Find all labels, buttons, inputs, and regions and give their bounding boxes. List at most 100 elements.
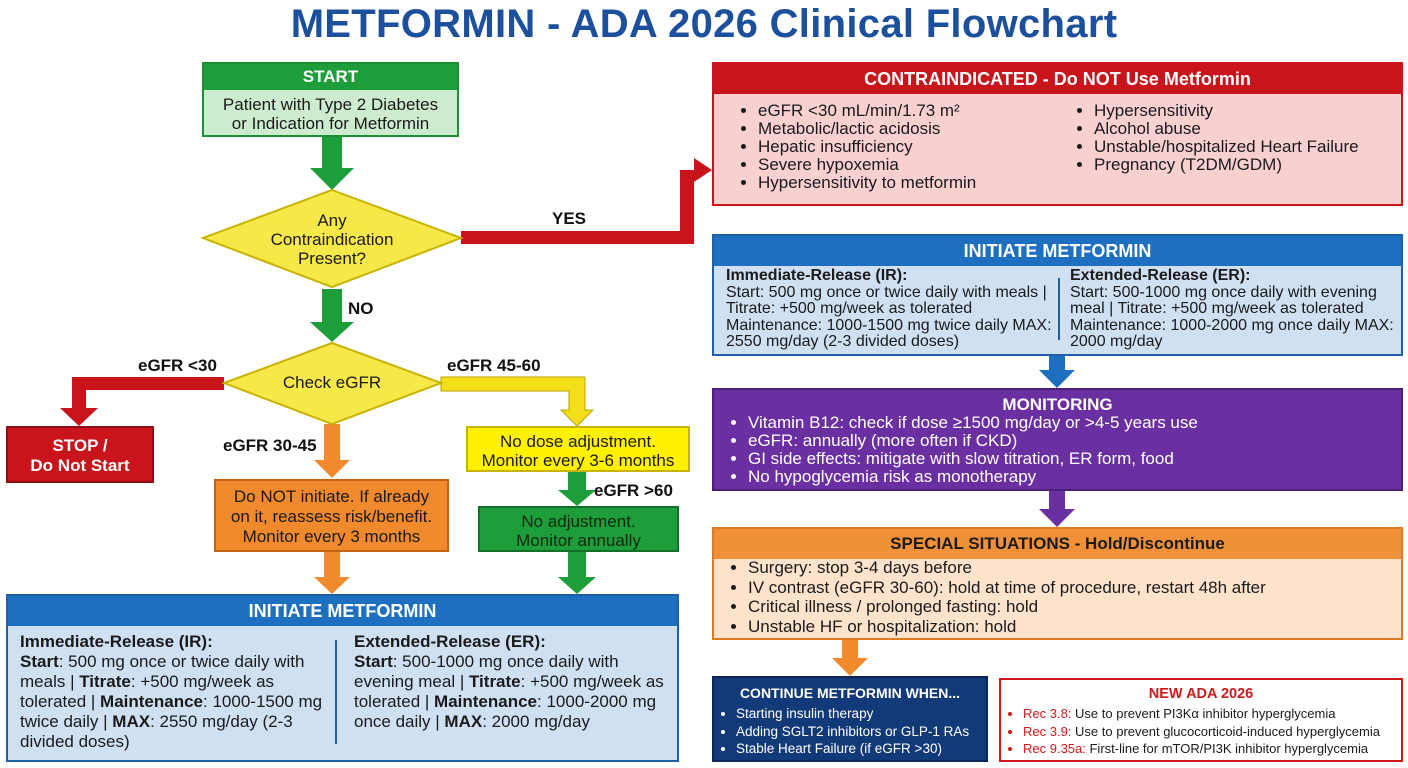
label-egfr-gt60: eGFR >60 — [594, 481, 673, 500]
er-title: Extended-Release (ER): — [354, 632, 546, 651]
arrow-egfr-30-45 — [314, 424, 350, 478]
arrow-special-to-continue — [832, 640, 868, 676]
ir-maint-text: : 1000-1500 mg twice daily | — [20, 692, 323, 731]
contraindicated-left-item: Hepatic insufficiency — [758, 138, 1072, 156]
arrow-yes-to-contraindicated — [461, 158, 712, 244]
monitoring-item: GI side effects: mitigate with slow titr… — [748, 450, 1392, 468]
decision-egfr-text: Check eGFR — [282, 373, 382, 392]
stop-line-1: STOP / — [52, 436, 108, 455]
er-details: Start: 500-1000 mg once daily with eveni… — [354, 652, 670, 732]
new-ada-2026-box: NEW ADA 2026 Rec 3.8: Use to prevent PI3… — [999, 678, 1403, 762]
ir-max-label: MAX — [112, 712, 151, 731]
monitoring-list: Vitamin B12: check if dose ≥1500 mg/day … — [722, 414, 1392, 486]
initiate-right-er: Extended-Release (ER): Start: 500-1000 m… — [1070, 267, 1398, 351]
right-ir-title: Immediate-Release (IR): — [726, 267, 908, 284]
special-header: SPECIAL SITUATIONS - Hold/Discontinue — [714, 529, 1401, 559]
new-ada-list: Rec 3.8: Use to prevent PI3Kα inhibitor … — [1001, 705, 1401, 758]
label-egfr-45-60: eGFR 45-60 — [447, 356, 541, 375]
special-item: Unstable HF or hospitalization: hold — [748, 617, 1392, 637]
no-initiate-line-3: Monitor every 3 months — [242, 527, 421, 546]
no-initiate-line-1: Do NOT initiate. If already — [233, 487, 430, 506]
contraindicated-box: CONTRAINDICATED - Do NOT Use Metformin e… — [712, 62, 1403, 206]
continue-item: Starting insulin therapy — [736, 705, 984, 723]
new-ada-text: Use to prevent PI3Kα inhibitor hyperglyc… — [1071, 706, 1336, 721]
er-max-label: MAX — [444, 712, 483, 731]
ir-start-text: : 500 mg once or twice daily with meals … — [20, 652, 305, 691]
ir-start-label: Start — [20, 652, 59, 671]
continue-metformin-box: CONTINUE METFORMIN WHEN... Starting insu… — [712, 676, 988, 762]
contraindicated-right-item: Hypersensitivity — [1094, 102, 1398, 120]
label-egfr-lt30: eGFR <30 — [138, 356, 217, 375]
new-ada-item: Rec 3.8: Use to prevent PI3Kα inhibitor … — [1023, 705, 1401, 723]
new-ada-rec: Rec 3.9: — [1023, 723, 1072, 739]
contraindicated-left-item: Severe hypoxemia — [758, 156, 1072, 174]
new-ada-item: Rec 3.9: Use to prevent glucocorticoid-i… — [1023, 723, 1401, 741]
initiate-right-header: INITIATE METFORMIN — [714, 236, 1401, 266]
continue-item: Stable Heart Failure (if eGFR >30) — [736, 740, 984, 758]
initiate-bottom-ir: Immediate-Release (IR): Start: 500 mg on… — [20, 632, 330, 752]
initiate-bottom-separator — [335, 640, 337, 744]
er-titrate-text: : +500 mg/week as tolerated | — [354, 672, 664, 711]
initiate-bottom-header: INITIATE METFORMIN — [8, 596, 677, 626]
decision-contraindication-text: Any Contraindication Present? — [232, 211, 432, 268]
label-no: NO — [348, 299, 374, 318]
label-egfr-30-45: eGFR 30-45 — [223, 436, 317, 455]
start-header: START — [204, 64, 457, 90]
continue-item: Adding SGLT2 inhibitors or GLP-1 RAs — [736, 723, 984, 741]
continue-list: Starting insulin therapy Adding SGLT2 in… — [714, 705, 984, 758]
special-item: IV contrast (eGFR 30-60): hold at time o… — [748, 578, 1392, 598]
arrow-egfr-gt60 — [558, 472, 596, 506]
initiate-metformin-right-box: INITIATE METFORMIN Immediate-Release (IR… — [712, 234, 1403, 356]
new-ada-header: NEW ADA 2026 — [1148, 686, 1254, 702]
stop-line-2: Do Not Start — [30, 456, 130, 475]
er-max-text: : 2000 mg/day — [482, 712, 590, 731]
no-dose-adjust-line-2: Monitor every 3-6 months — [481, 451, 675, 470]
initiate-right-separator — [1058, 278, 1060, 340]
no-dose-adjust-line-1: No dose adjustment. — [500, 432, 656, 451]
arrow-egfr-lt30 — [60, 377, 224, 426]
start-box: START Patient with Type 2 Diabetes or In… — [202, 62, 459, 137]
contraindicated-left-item: Hypersensitivity to metformin — [758, 174, 1072, 192]
arrow-to-initiate-bottom-2 — [558, 552, 596, 594]
contraindicated-right-item: Pregnancy (T2DM/GDM) — [1094, 156, 1398, 174]
contraindicated-right-item: Alcohol abuse — [1094, 120, 1398, 138]
no-initiate-line-2: on it, reassess risk/benefit. — [230, 507, 433, 526]
continue-header: CONTINUE METFORMIN WHEN... — [739, 685, 961, 701]
decision-contraindication-diamond — [200, 188, 464, 289]
arrow-no-to-check-egfr — [310, 289, 354, 342]
er-titrate-label: Titrate — [468, 672, 521, 691]
new-ada-text: Use to prevent glucocorticoid-induced hy… — [1071, 723, 1380, 739]
right-er-text: Start: 500-1000 mg once daily with eveni… — [1070, 283, 1394, 350]
er-maint-text: : 1000-2000 mg once daily | — [354, 692, 657, 731]
stop-box: STOP / Do Not Start — [6, 426, 154, 483]
contraindicated-left-item: eGFR <30 mL/min/1.73 m² — [758, 102, 1072, 120]
page-title: METFORMIN - ADA 2026 Clinical Flowchart — [290, 2, 1118, 46]
decision1-line-2: Contraindication — [270, 230, 394, 249]
no-adjust-line-2: Monitor annually — [516, 531, 641, 550]
initiate-right-ir: Immediate-Release (IR): Start: 500 mg on… — [726, 267, 1054, 351]
arrow-egfr-45-60 — [440, 376, 595, 427]
er-maint-label: Maintenance — [434, 692, 538, 711]
no-adjustment-box: No adjustment. Monitor annually — [478, 506, 679, 552]
monitoring-item: Vitamin B12: check if dose ≥1500 mg/day … — [748, 414, 1392, 432]
new-ada-item: Rec 9.35a: First-line for mTOR/PI3K inhi… — [1023, 740, 1401, 758]
contraindicated-left-item: Metabolic/lactic acidosis — [758, 120, 1072, 138]
do-not-initiate-box: Do NOT initiate. If already on it, reass… — [214, 479, 449, 552]
special-situations-box: SPECIAL SITUATIONS - Hold/Discontinue Su… — [712, 527, 1403, 640]
start-line-1: Patient with Type 2 Diabetes — [222, 95, 439, 114]
ir-titrate-label: Titrate — [79, 672, 131, 691]
right-er-title: Extended-Release (ER): — [1070, 267, 1251, 284]
ir-details: Start: 500 mg once or twice daily with m… — [20, 652, 330, 752]
new-ada-rec: Rec 3.8: — [1023, 706, 1072, 721]
monitoring-header: MONITORING — [1002, 395, 1113, 414]
contraindicated-header: CONTRAINDICATED - Do NOT Use Metformin — [714, 64, 1401, 94]
no-dose-adjustment-box: No dose adjustment. Monitor every 3-6 mo… — [466, 426, 690, 472]
initiate-metformin-bottom-box: INITIATE METFORMIN Immediate-Release (IR… — [6, 594, 679, 762]
decision1-line-1: Any — [317, 211, 347, 230]
contraindicated-left-list: eGFR <30 mL/min/1.73 m² Metabolic/lactic… — [732, 102, 1072, 192]
arrow-initiate-to-monitoring — [1039, 356, 1075, 388]
decision1-line-3: Present? — [297, 249, 367, 268]
start-line-2: or Indication for Metformin — [231, 114, 430, 133]
contraindicated-right-list: Hypersensitivity Alcohol abuse Unstable/… — [1068, 102, 1398, 174]
